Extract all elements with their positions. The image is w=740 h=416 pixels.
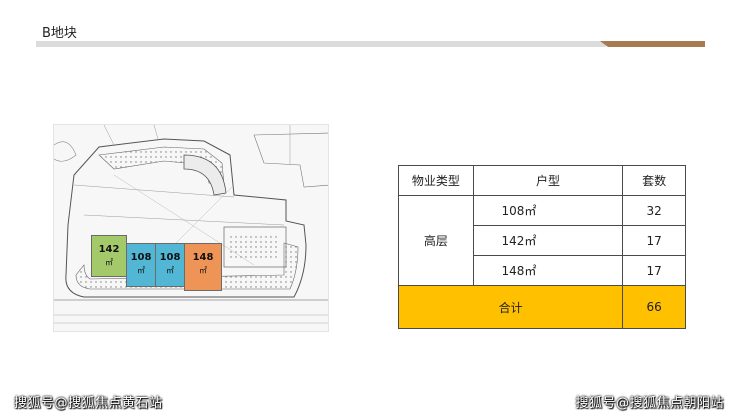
site-plan-drawing <box>54 125 328 324</box>
total-count-cell: 66 <box>622 285 686 329</box>
unit-block-108-b: 108 ㎡ <box>155 243 185 287</box>
total-row: 合计 66 <box>397 285 686 329</box>
total-label-cell: 合计 <box>397 285 624 329</box>
table-row: 高层 108㎡ 32 <box>398 195 686 286</box>
unit-count-cell: 32 <box>622 195 686 226</box>
unit-area-label: 148 <box>192 252 214 263</box>
watermark-right: 搜狐号@搜狐焦点朝阳站 <box>575 396 724 411</box>
unit-block-108-a: 108 ㎡ <box>126 243 156 287</box>
unit-sqm-label: ㎡ <box>166 265 174 275</box>
title-accent-bar <box>600 41 705 47</box>
watermark-left: 搜狐号@搜狐焦点黄石站 <box>14 396 163 411</box>
header-count: 套数 <box>622 165 686 196</box>
title-divider <box>36 41 606 47</box>
unit-sqm-label: ㎡ <box>105 257 113 267</box>
table-row: 148㎡ 17 <box>399 255 686 286</box>
table-header-row: 物业类型 户型 套数 <box>398 165 686 196</box>
header-unit-type: 户型 <box>472 165 624 196</box>
property-type-cell: 高层 <box>398 195 474 286</box>
unit-area-label: 142 <box>98 244 120 255</box>
unit-stats-table: 物业类型 户型 套数 高层 108㎡ 32 142㎡ 17 148㎡ 17 合计… <box>397 165 686 329</box>
unit-area-cell: 148㎡ <box>472 255 624 286</box>
table-row: 142㎡ 17 <box>399 225 686 256</box>
unit-block-148: 148 ㎡ <box>184 243 222 291</box>
unit-count-cell: 17 <box>622 255 686 286</box>
unit-area-cell: 108㎡ <box>472 195 624 226</box>
unit-block-142: 142 ㎡ <box>91 235 127 277</box>
unit-count-cell: 17 <box>622 225 686 256</box>
header-property-type: 物业类型 <box>398 165 474 196</box>
site-plan-image: 142 ㎡ 108 ㎡ 108 ㎡ 148 ㎡ <box>53 124 329 332</box>
unit-area-label: 108 <box>130 252 152 263</box>
unit-area-label: 108 <box>159 252 181 263</box>
unit-sqm-label: ㎡ <box>199 265 207 275</box>
unit-area-cell: 142㎡ <box>472 225 624 256</box>
unit-sqm-label: ㎡ <box>137 265 145 275</box>
page-title: B地块 <box>42 26 77 41</box>
